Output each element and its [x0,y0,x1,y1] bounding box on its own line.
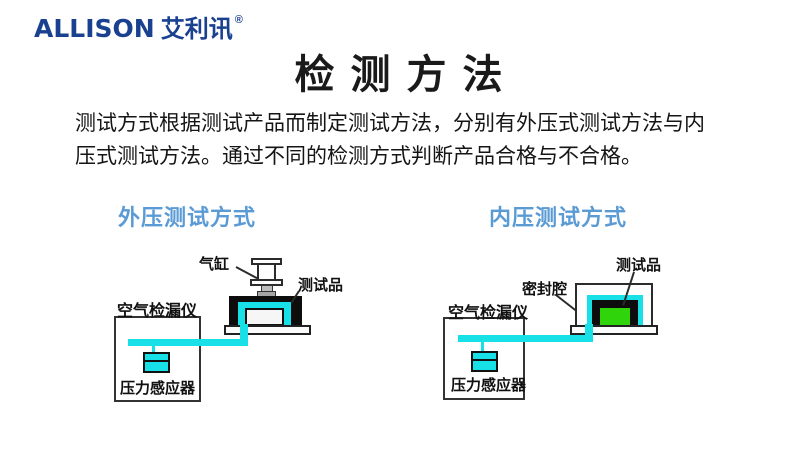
leak-detector-box [114,316,201,402]
registered-trademark-icon: ® [234,13,243,26]
sensor-connector [152,344,155,353]
tube-horizontal [128,339,247,346]
label-test-sample-right: 测试品 [616,257,662,274]
sensor-divider [145,360,168,362]
test-sample-green [600,308,630,326]
label-pressure-sensor: 压力感应器 [120,380,196,397]
label-air-cylinder: 气缸 [199,256,230,273]
sensor-connector-right [481,341,484,351]
label-leak-detector-right: 空气检漏仪 [448,305,529,322]
heading-external-pressure: 外压测试方式 [118,205,257,230]
page-title: 检 测 方 法 [294,52,506,97]
label-test-sample: 测试品 [298,277,344,294]
pressure-sensor [143,352,170,373]
fixture-inner-cavity [245,308,284,326]
intro-paragraph-line2: 压式测试方法。通过不同的检测方式判断产品合格与不合格。 [75,144,642,168]
logo-chinese-text: 艾利讯 [160,16,233,43]
tube-horizontal-right [458,335,592,342]
tube-vertical [240,324,248,346]
logo-brand-text: ALLISON [34,14,155,43]
fixture-base-plate-right [570,325,658,335]
label-pressure-sensor-right: 压力感应器 [451,377,527,394]
fixture-base-plate [224,325,311,335]
label-leak-detector: 空气检漏仪 [117,303,198,320]
heading-internal-pressure: 内压测试方式 [489,205,628,230]
intro-paragraph-line1: 测试方式根据测试产品而制定测试方法，分别有外压式测试方法与内 [75,111,705,135]
leak-detector-box-right [443,317,525,400]
pressure-sensor-right [471,351,498,372]
sensor-divider-right [473,359,496,361]
tube-vertical-right [585,324,593,342]
leader-air-cylinder [235,266,258,280]
label-sealed-cavity: 密封腔 [522,281,568,298]
